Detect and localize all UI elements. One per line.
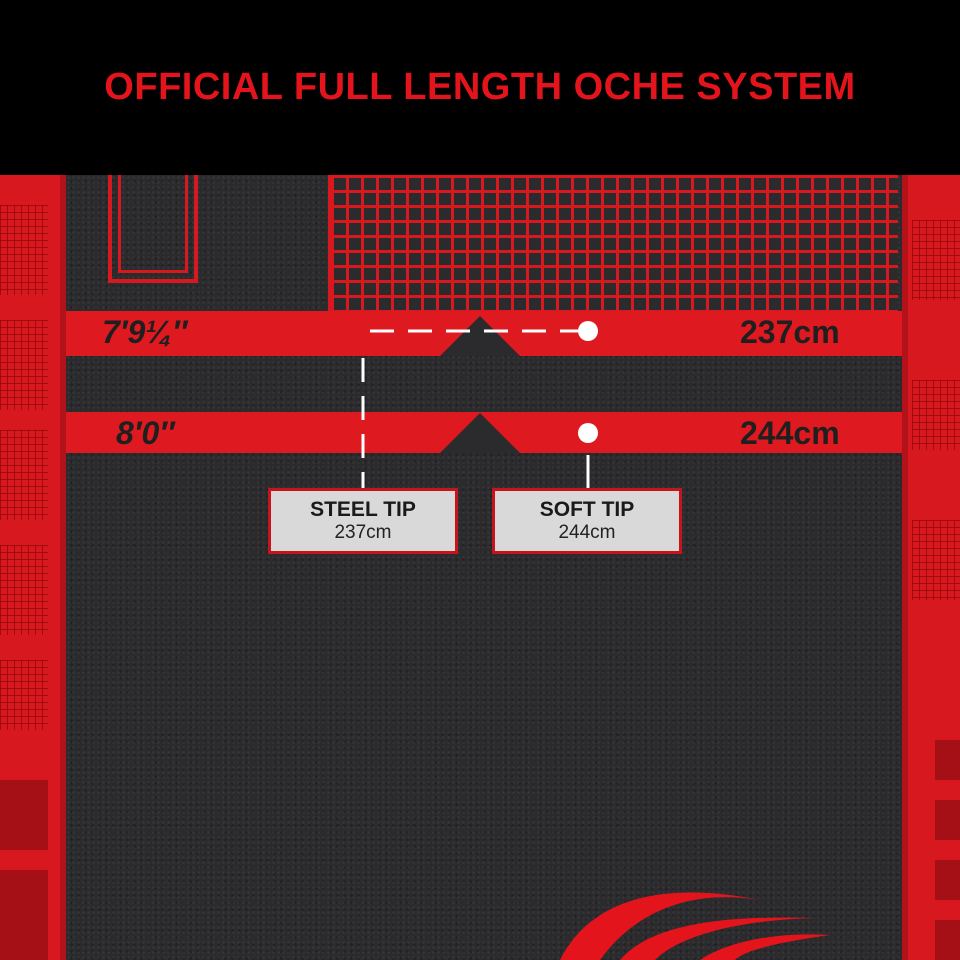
dart-mat	[66, 175, 902, 960]
right-border-block	[935, 920, 960, 960]
right-edge-stitch	[902, 175, 908, 960]
left-border-pattern	[0, 545, 48, 635]
left-border-block	[0, 780, 48, 850]
soft-marker-dot	[578, 423, 598, 443]
soft-line-notch	[440, 413, 520, 453]
mat-top-frame-inner	[118, 175, 188, 273]
mat-top-frame	[108, 175, 198, 283]
steel-marker-dot	[578, 321, 598, 341]
right-border-block	[935, 800, 960, 840]
steel-imperial-label: 7′9¼″	[102, 314, 188, 350]
logo-swoosh	[700, 934, 830, 960]
page-title: OFFICIAL FULL LENGTH OCHE SYSTEM	[104, 66, 856, 108]
right-border-block	[935, 860, 960, 900]
soft-imperial-label: 8′0″	[116, 415, 175, 451]
logo-swoosh	[620, 917, 815, 960]
soft-tip-box: SOFT TIP 244cm	[492, 488, 682, 554]
soft-tip-title: SOFT TIP	[539, 498, 635, 521]
left-border-pattern	[0, 430, 48, 520]
right-border-block	[935, 740, 960, 780]
steel-tip-title: STEEL TIP	[310, 498, 416, 521]
left-border-pattern	[0, 660, 48, 730]
right-border-pattern	[912, 220, 960, 300]
logo-swoosh	[560, 892, 760, 960]
soft-tip-distance: 244cm	[558, 522, 616, 543]
steel-line-notch	[440, 316, 520, 356]
left-border-pattern	[0, 320, 48, 410]
right-border-pattern	[912, 520, 960, 600]
left-border-pattern	[0, 205, 48, 295]
mat-grid-pattern	[328, 175, 898, 311]
steel-tip-distance: 237cm	[334, 522, 392, 543]
left-border-block	[0, 870, 48, 960]
left-edge-stitch	[60, 175, 66, 960]
steel-tip-box: STEEL TIP 237cm	[268, 488, 458, 554]
steel-metric-label: 237cm	[740, 314, 840, 350]
soft-metric-label: 244cm	[740, 415, 840, 451]
header-bar: OFFICIAL FULL LENGTH OCHE SYSTEM	[0, 0, 960, 175]
right-border-pattern	[912, 380, 960, 450]
